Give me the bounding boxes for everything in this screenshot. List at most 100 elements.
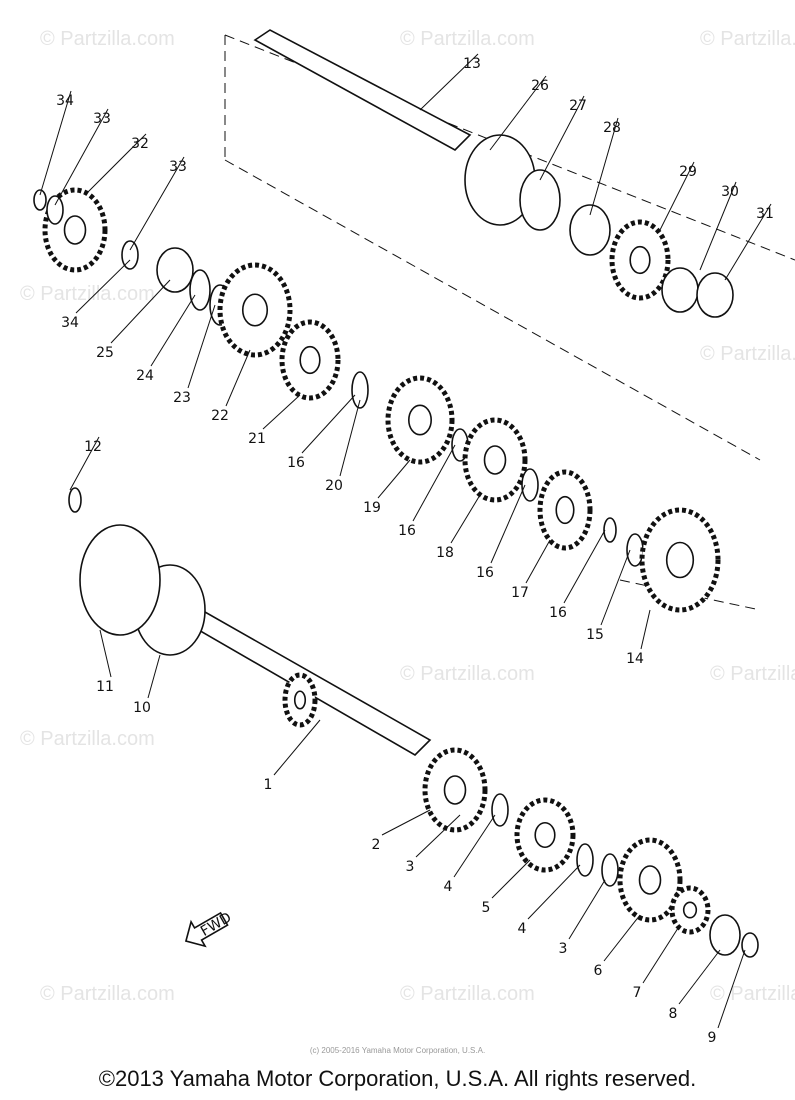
small-copyright: (c) 2005-2016 Yamaha Motor Corporation, … [309,1046,486,1055]
leader-line [450,494,481,544]
leader-line [453,814,496,878]
callout-8[interactable]: 8 [669,1006,678,1022]
callout-20[interactable]: 20 [325,478,343,494]
callout-1[interactable]: 1 [264,777,273,793]
callout-14[interactable]: 14 [626,651,644,667]
callout-2[interactable]: 2 [372,837,381,853]
leader-line [381,809,431,836]
callout-22[interactable]: 22 [211,408,229,424]
callout-33[interactable]: 33 [169,159,187,175]
gear-hub [665,541,695,579]
callout-15[interactable]: 15 [586,627,604,643]
watermark: © Partzilla.com [40,28,175,50]
leader-line [69,436,100,491]
watermark: © Partzilla.com [40,983,175,1005]
leader-line [54,108,109,206]
callout-7[interactable]: 7 [633,985,642,1001]
callout-19[interactable]: 19 [363,500,381,516]
leader-line [600,549,631,626]
gear-hub [299,345,321,375]
part [33,189,47,211]
callout-12[interactable]: 12 [84,439,102,455]
watermark: © Partzilla.com [710,983,795,1005]
callout-9[interactable]: 9 [708,1030,717,1046]
leader-line [150,294,196,367]
callout-16[interactable]: 16 [287,455,305,471]
part [351,371,369,409]
callout-5[interactable]: 5 [482,900,491,916]
callout-30[interactable]: 30 [721,184,739,200]
gear-hub [241,293,269,327]
part [521,468,539,502]
leader-line [412,444,456,522]
callout-23[interactable]: 23 [173,390,191,406]
watermark: © Partzilla.com [700,28,795,50]
part [46,195,64,225]
leader-line [110,279,171,344]
part [519,169,561,231]
callout-3[interactable]: 3 [559,941,568,957]
watermark: © Partzilla.com [400,983,535,1005]
leader-line [525,539,551,584]
callout-4[interactable]: 4 [518,921,527,937]
callout-16[interactable]: 16 [549,605,567,621]
gear-hub [682,901,698,919]
gear-hub [534,821,556,849]
leader-line [75,259,131,314]
gear-hub [629,245,651,275]
gear-hub [63,215,87,245]
watermark: © Partzilla.com [400,663,535,685]
watermarks: © Partzilla.com © Partzilla.com © Partzill… [20,28,795,1005]
leader-line [39,90,72,196]
leader-line [419,53,479,111]
callout-34[interactable]: 34 [56,93,74,109]
leader-line [589,117,619,216]
parts [33,134,759,958]
part [741,932,759,958]
part [79,524,161,636]
watermark: © Partzilla.com [710,663,795,685]
callout-6[interactable]: 6 [594,963,603,979]
leader-line [724,203,772,281]
leader-line [678,949,721,1005]
callout-4[interactable]: 4 [444,879,453,895]
callout-18[interactable]: 18 [436,545,454,561]
part [121,240,139,270]
callout-32[interactable]: 32 [131,136,149,152]
callout-17[interactable]: 17 [511,585,529,601]
leader-line [84,133,147,196]
gear-hub [407,404,432,436]
callout-33[interactable]: 33 [93,111,111,127]
leader-line [490,484,526,564]
leader-line [563,529,606,604]
part [576,843,594,877]
part [709,914,741,956]
copyright-notice: ©2013 Yamaha Motor Corporation, U.S.A. A… [98,1066,697,1091]
callout-16[interactable]: 16 [476,565,494,581]
callout-24[interactable]: 24 [136,368,154,384]
callout-28[interactable]: 28 [603,120,621,136]
callout-10[interactable]: 10 [133,700,151,716]
callout-31[interactable]: 31 [756,206,774,222]
gear-hub [443,775,467,805]
callout-3[interactable]: 3 [406,859,415,875]
callout-27[interactable]: 27 [569,98,587,114]
leader-line [225,349,251,407]
callout-13[interactable]: 13 [463,56,481,72]
part [569,204,611,256]
callout-16[interactable]: 16 [398,523,416,539]
callout-26[interactable]: 26 [531,78,549,94]
leader-line [301,394,356,454]
callout-21[interactable]: 21 [248,431,266,447]
callout-29[interactable]: 29 [679,164,697,180]
leader-line [99,629,112,678]
callout-25[interactable]: 25 [96,345,114,361]
part [661,267,699,313]
leader-line [147,654,161,699]
leader-line [187,304,216,389]
callout-11[interactable]: 11 [96,679,114,695]
gear-hub [483,445,507,475]
callout-34[interactable]: 34 [61,315,79,331]
leader-line [129,156,185,251]
